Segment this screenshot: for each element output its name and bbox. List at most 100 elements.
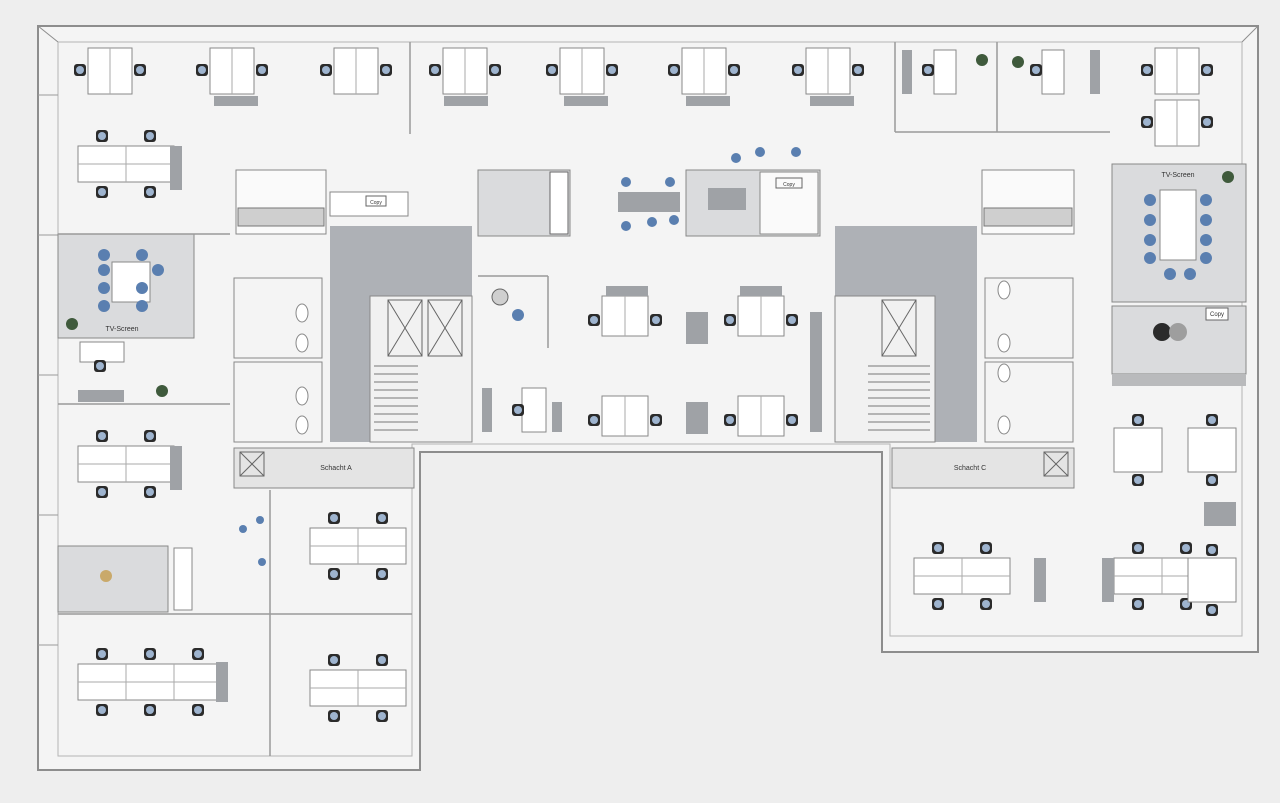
person-icon [431,66,439,74]
meeting-chair-icon [669,215,679,225]
plant-icon [1222,171,1234,183]
person-icon [146,432,154,440]
person-icon [136,66,144,74]
storage-cabinet [902,50,912,94]
storage-cabinet [810,96,854,106]
person-icon [854,66,862,74]
person-icon [146,488,154,496]
meeting-chair-icon [152,264,164,276]
desk [1113,427,1163,473]
person-icon [96,362,104,370]
interior-walls [58,42,1110,756]
plant-icon [1012,56,1024,68]
person-icon [146,706,154,714]
person-icon [1134,476,1142,484]
person-icon [194,650,202,658]
meeting-chair-icon [731,153,741,163]
storage-cabinet [78,390,124,402]
person-icon [1182,544,1190,552]
person-icon [1143,118,1151,126]
person-icon [652,416,660,424]
storage-cabinet [170,446,182,490]
storage-cabinet [1034,558,1046,602]
person-icon [982,544,990,552]
person-icon [982,600,990,608]
storage-cabinet [444,96,488,106]
person-icon [590,416,598,424]
person-icon [330,656,338,664]
person-icon [934,544,942,552]
storage-cabinet [1204,502,1236,526]
storage-cabinet [810,312,822,432]
person-icon [670,66,678,74]
person-icon [98,432,106,440]
reception: Copy [477,169,821,237]
storage-cabinet [606,286,648,296]
desk [79,341,125,363]
meeting-chair-icon [136,282,148,294]
plant-icon [976,54,988,66]
storage-cabinet [686,312,708,344]
person-icon [548,66,556,74]
person-icon [330,712,338,720]
meeting-chair-icon [621,221,631,231]
desk [1041,49,1065,95]
shaft-a-label: Schacht A [320,465,352,472]
desk [521,387,547,433]
plant-icon [66,318,78,330]
person-icon [382,66,390,74]
workstations [74,47,1237,722]
left-facade [38,94,58,646]
person-icon [514,406,522,414]
person-icon [378,712,386,720]
meeting-chair-icon [98,282,110,294]
meeting-chair-icon [1200,194,1212,206]
person-icon [98,706,106,714]
person-icon [322,66,330,74]
desk [1187,427,1237,473]
meeting-room-left: TV-Screen [57,233,195,339]
right-core [834,226,977,443]
person-icon [198,66,206,74]
meeting-chair-icon [1200,234,1212,246]
storage-cabinet [686,96,730,106]
person-icon [788,416,796,424]
person-icon [1134,416,1142,424]
desk [1187,557,1237,603]
person-icon [1208,476,1216,484]
meeting-chair-icon [621,177,631,187]
storage-cabinet [482,388,492,432]
person-icon [1143,66,1151,74]
meeting-chair-icon [98,300,110,312]
storage-cabinet [686,402,708,434]
person-icon [258,66,266,74]
person-icon [378,656,386,664]
person-icon [146,188,154,196]
person-icon [934,600,942,608]
storage-cabinet [1090,50,1100,94]
desk [933,49,957,95]
person-icon [1134,544,1142,552]
person-icon [608,66,616,74]
person-icon [726,316,734,324]
person-icon [794,66,802,74]
person-icon [98,488,106,496]
meeting-chair-icon [1144,252,1156,264]
person-icon [378,514,386,522]
person-icon [1208,416,1216,424]
person-icon [146,650,154,658]
person-icon [652,316,660,324]
copy-right-label: Copy [1210,312,1224,318]
meeting-chair-icon [1144,194,1156,206]
meeting-room-right: TV-Screen [1111,163,1247,303]
storage-cabinet [216,662,228,702]
meeting-chair-icon [665,177,675,187]
person-icon [330,514,338,522]
storage-cabinet [214,96,258,106]
plants [66,54,1234,397]
copy-kitchen-label: Copy [370,200,382,206]
person-icon [1032,66,1040,74]
storage-cabinet [552,402,562,432]
lounge-seating [239,288,1187,566]
